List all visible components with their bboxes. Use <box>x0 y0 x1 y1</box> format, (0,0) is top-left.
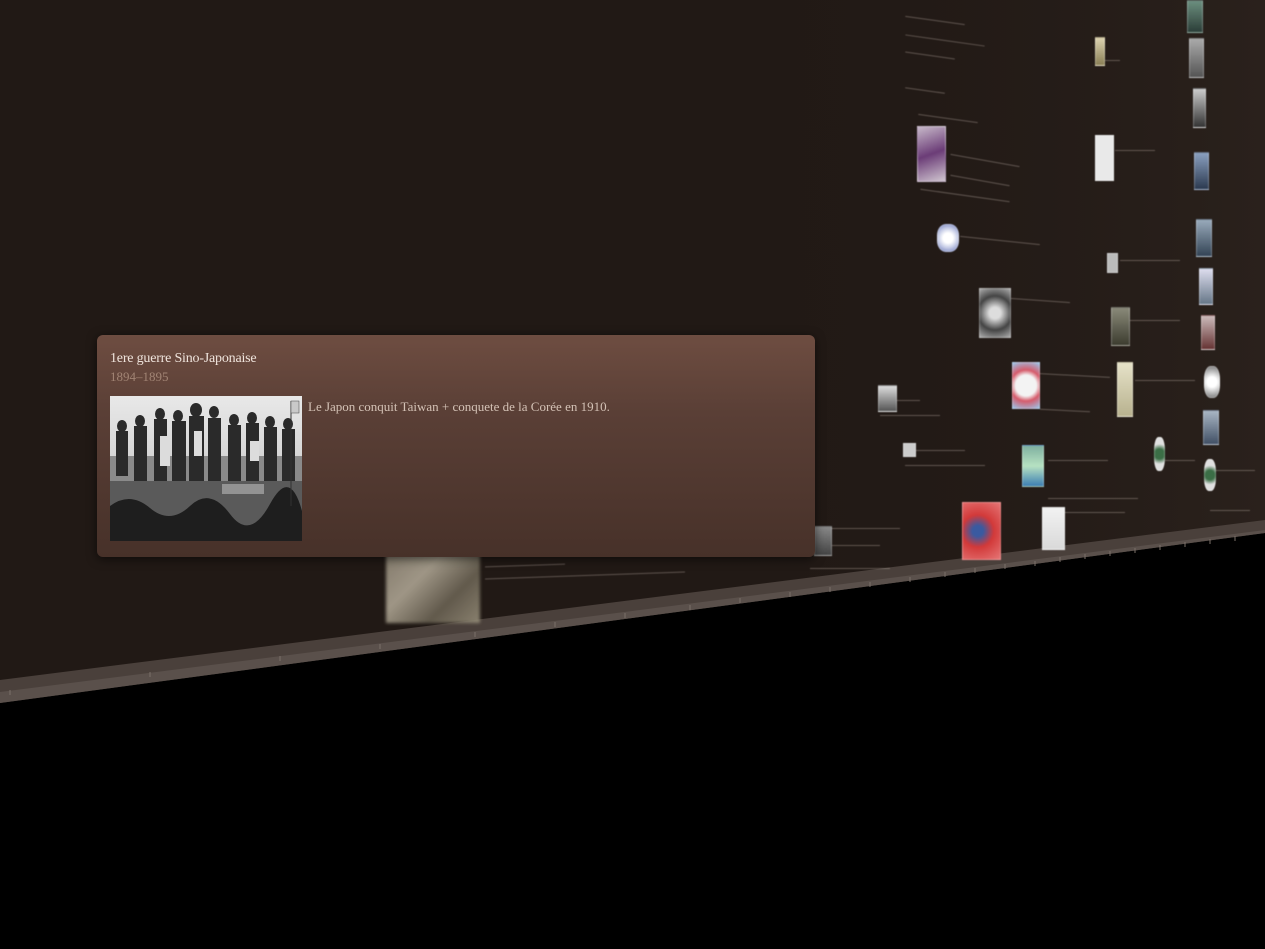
event-card[interactable]: 1ere guerre Sino-Japonaise 1894–1895 <box>97 335 815 557</box>
engraving-illustration <box>110 396 302 541</box>
event-title: 1ere guerre Sino-Japonaise <box>110 351 257 366</box>
event-dates: 1894–1895 <box>110 369 169 384</box>
historical-engraving-image[interactable] <box>110 396 302 541</box>
event-description: Le Japon conquit Taiwan + conquete de la… <box>308 399 610 414</box>
